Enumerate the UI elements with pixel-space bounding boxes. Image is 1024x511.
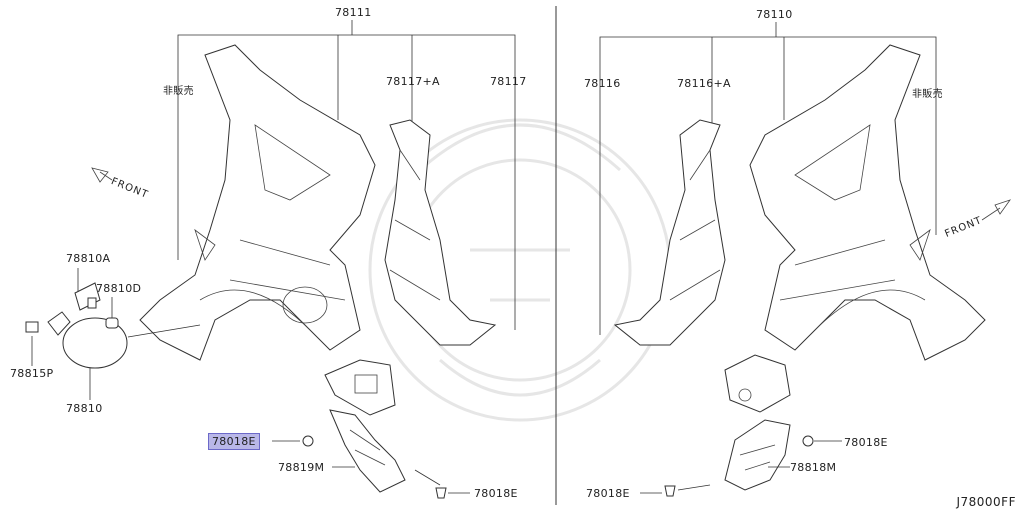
label-78819m: 78819M	[278, 461, 325, 474]
right-clip-leaders	[640, 435, 842, 497]
label-78018e-left-bottom: 78018E	[474, 487, 518, 500]
left-inner-panel	[384, 119, 497, 346]
left-quarter-panel	[139, 44, 376, 361]
left-lower-bracket	[324, 359, 396, 416]
right-inner-panel	[613, 119, 726, 346]
label-78018e-right-bottom: 78018E	[586, 487, 630, 500]
fuel-lid-group	[25, 282, 201, 369]
label-78810d: 78810D	[96, 282, 142, 295]
leader-78110	[599, 22, 937, 335]
label-78018e-highlighted[interactable]: 78018E	[208, 433, 260, 450]
front-arrow-right	[981, 199, 1012, 221]
right-quarter-panel	[749, 44, 986, 361]
label-78110: 78110	[756, 8, 793, 21]
label-not-sold-left: 非販売	[163, 86, 194, 97]
label-not-sold-right: 非販売	[912, 89, 943, 100]
label-78815p: 78815P	[10, 367, 54, 380]
diagram-code: J78000FF	[956, 495, 1016, 509]
leader-78111	[177, 20, 516, 330]
front-arrow-left	[91, 167, 113, 183]
left-clip-leaders	[272, 435, 470, 499]
label-78018e-right-side: 78018E	[844, 436, 888, 449]
label-78111: 78111	[335, 6, 372, 19]
label-78117: 78117	[490, 75, 527, 88]
right-mudguard	[724, 419, 791, 491]
left-mudguard	[329, 409, 406, 493]
label-78116: 78116	[584, 77, 621, 90]
label-78116a: 78116+A	[677, 77, 731, 90]
label-78818m: 78818M	[790, 461, 837, 474]
right-lower-bracket	[724, 354, 791, 413]
label-78810: 78810	[66, 402, 103, 415]
label-78117a: 78117+A	[386, 75, 440, 88]
fuel-lid-leaders	[31, 268, 113, 400]
label-78810a: 78810A	[66, 252, 111, 265]
